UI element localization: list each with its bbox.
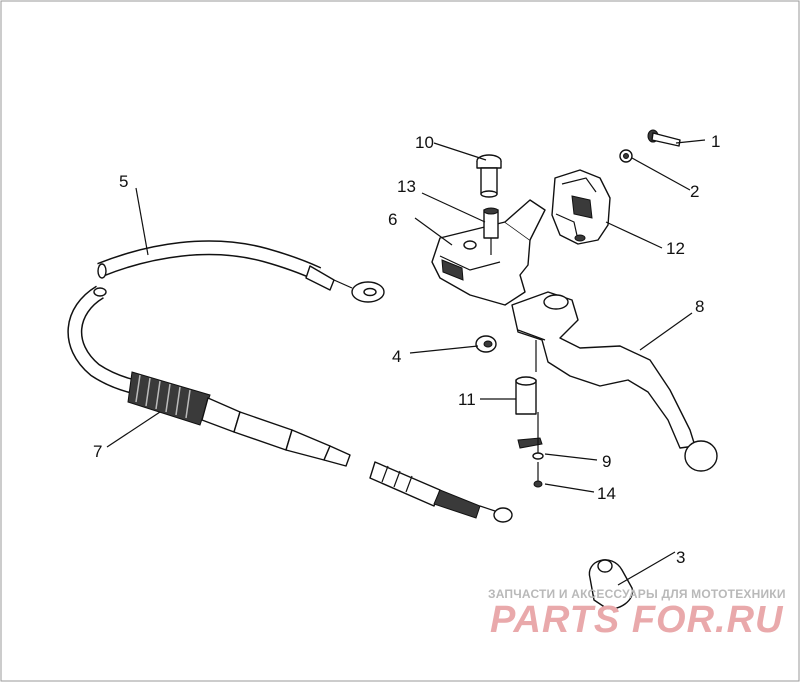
callout-7: 7 <box>93 442 102 461</box>
cable-end-fitting <box>369 461 513 523</box>
callout-10: 10 <box>415 133 434 152</box>
part-8-clutch-lever <box>511 291 718 472</box>
part-2-washer <box>619 149 633 163</box>
part-13-spring-ferrule <box>483 207 499 255</box>
leader-lines <box>106 139 706 586</box>
part-9-clevis <box>517 412 544 460</box>
part-4-clip <box>475 335 497 353</box>
callout-6: 6 <box>388 210 397 229</box>
callout-11: 11 <box>458 390 476 409</box>
callout-5: 5 <box>119 172 128 191</box>
callout-14: 14 <box>597 484 616 503</box>
part-7-cable-lower <box>67 285 351 467</box>
callout-3: 3 <box>676 548 685 567</box>
part-14-screw <box>533 462 543 488</box>
part-1-screw <box>647 129 681 147</box>
part-10-pivot-pin <box>476 154 502 198</box>
part-3-cable-clip <box>588 559 634 610</box>
callout-9: 9 <box>602 452 611 471</box>
part-6-lever-bracket <box>431 199 546 306</box>
callout-12: 12 <box>666 239 685 258</box>
watermark-tagline: ЗАПЧАСТИ И АКСЕССУАРЫ ДЛЯ МОТОТЕХНИКИ <box>488 587 786 601</box>
callout-1: 1 <box>711 132 720 151</box>
part-5-cable-upper <box>97 240 385 303</box>
callout-13: 13 <box>397 177 416 196</box>
callout-8: 8 <box>695 297 704 316</box>
part-12-handlebar-clamp <box>551 169 611 245</box>
callout-4: 4 <box>392 347 401 366</box>
callout-2: 2 <box>690 182 699 201</box>
watermark-logo: PARTS FOR.RU <box>490 599 784 641</box>
part-11-bushing <box>515 340 537 415</box>
